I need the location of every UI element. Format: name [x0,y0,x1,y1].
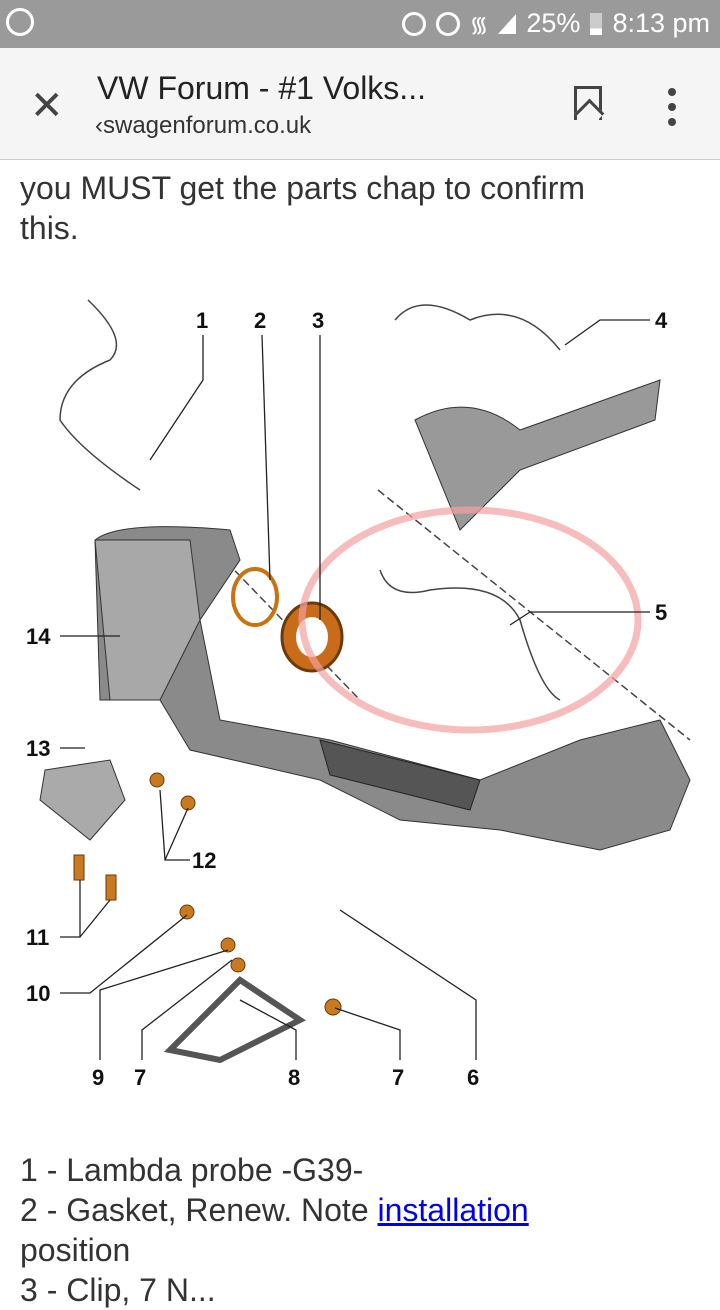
exhaust-parts-diagram: 1 2 3 4 5 6 7 8 9 10 11 12 13 14 7 [0,270,720,1100]
close-icon[interactable]: ✕ [30,84,64,128]
wifi-icon: ᯾ [469,11,489,37]
diagram-label: 8 [288,1065,300,1090]
diagram-label: 3 [312,308,324,333]
signal-icon [498,13,517,34]
bookmark-icon[interactable] [574,86,602,120]
page-url[interactable]: ‹swagenforum.co.uk [95,112,312,139]
list-item: 3 - Clip, 7 N... [20,1272,216,1308]
diagram-label: 9 [92,1065,104,1090]
list-item-continued: position [20,1232,131,1268]
list-item: 1 - Lambda probe -G39- [20,1152,364,1188]
intro-line: this. [20,210,79,246]
custom-tab-toolbar: ✕ VW Forum - #1 Volks... ‹swagenforum.co… [0,48,720,160]
intro-line: you MUST get the parts chap to confirm [20,170,585,206]
diagram-label: 6 [467,1065,479,1090]
parts-list: 1 - Lambda probe -G39- 2 - Gasket, Renew… [20,1150,529,1310]
list-item: 2 - Gasket, Renew. Note installation [20,1192,529,1228]
diagram-label: 14 [26,624,51,649]
page-title: VW Forum - #1 Volks... [97,70,426,106]
status-bar: ᯾ 25% 8:13 pm [0,0,720,48]
diagram-label: 2 [254,308,266,333]
battery-icon [590,12,603,35]
diagram-label: 4 [655,308,668,333]
alarm-icon [435,11,460,36]
diagram-label: 10 [26,981,50,1006]
diagram-label: 13 [26,736,50,761]
whatsapp-icon [6,8,34,36]
battery-level: 25% [526,8,581,38]
diagram-label: 7 [134,1065,146,1090]
data-saver-icon [401,11,426,36]
diagram-label: 12 [192,848,216,873]
diagram-label: 7 [392,1065,404,1090]
clock: 8:13 pm [612,8,710,38]
intro-text: you MUST get the parts chap to confirm t… [20,168,585,248]
diagram-label: 5 [655,600,667,625]
more-vert-icon[interactable] [668,88,678,133]
installation-link[interactable]: installation [377,1192,529,1228]
diagram-label: 11 [26,925,49,950]
diagram-label: 1 [196,308,208,333]
